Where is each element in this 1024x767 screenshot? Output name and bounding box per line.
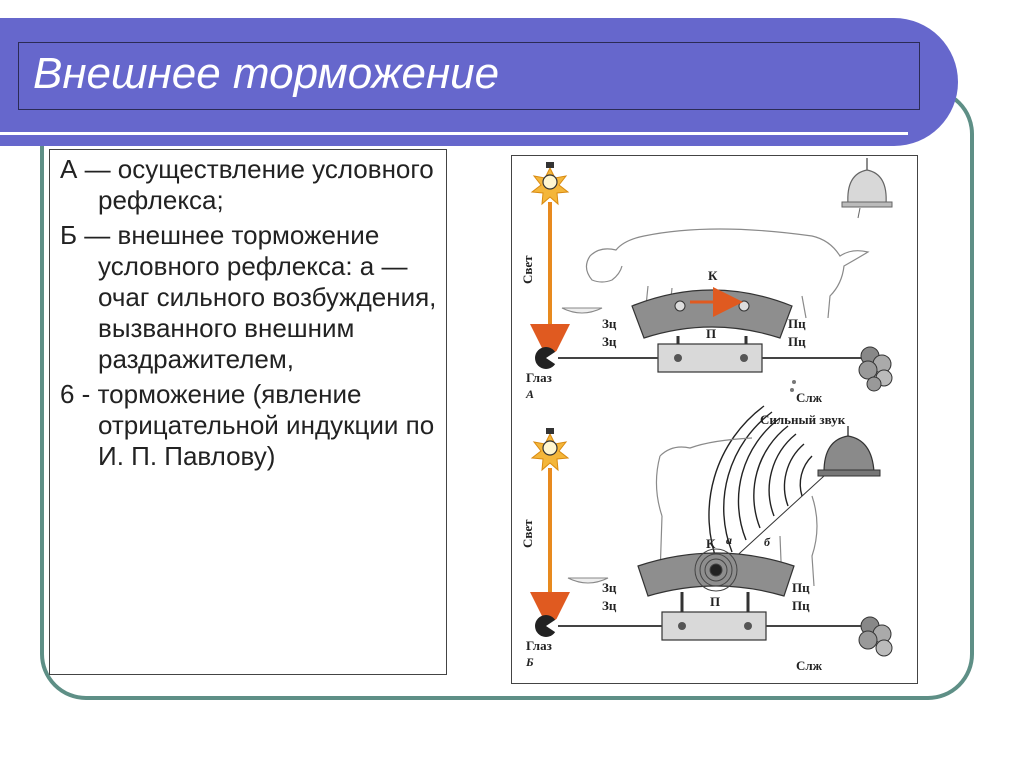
panel-letter: А (525, 387, 534, 401)
light-bulb-icon (530, 162, 570, 206)
salivary-center-label: Пц (788, 316, 806, 331)
list-item: Б — внешнее торможение условного рефлекс… (60, 220, 437, 374)
food-bowl (561, 307, 603, 314)
visual-center-label: Зц (602, 316, 617, 331)
sound-waves (708, 405, 813, 565)
subcortex-node (744, 622, 752, 630)
focus-label-b: б (764, 535, 771, 549)
reflex-figure: Свет К П (511, 155, 918, 684)
light-bulb-icon (530, 428, 570, 472)
salivary-gland-icon (858, 346, 893, 392)
eye-label: Глаз (526, 370, 552, 385)
light-label: Свет (520, 255, 535, 284)
list-item: 6 - торможение (явление отрицательной ин… (60, 379, 435, 471)
subcortex-label: П (706, 326, 716, 341)
light-label: Свет (520, 519, 535, 548)
cortex-salivary-node (738, 300, 750, 312)
subcortex-label: П (710, 594, 720, 609)
bell-icon (817, 426, 881, 477)
text-box: А — осуществление условного рефлекса; Б … (49, 149, 447, 675)
list-item: А — осуществление условного рефлекса; (60, 154, 434, 215)
subcortex-node (674, 354, 682, 362)
salivary-center-label: Пц (792, 580, 810, 595)
visual-center-label: Зц (602, 334, 617, 349)
cortex-label: К (706, 536, 716, 551)
cortex (631, 289, 793, 339)
title-band: Внешнее торможение (0, 18, 958, 146)
visual-center-label: Зц (602, 598, 617, 613)
title-box: Внешнее торможение (18, 42, 920, 110)
cortex-label: К (708, 268, 718, 283)
bell-icon (841, 158, 893, 219)
dog-outline (585, 228, 870, 319)
salivary-center-label: Пц (788, 334, 806, 349)
food-bowl (567, 577, 609, 584)
visual-center-label: Зц (602, 580, 617, 595)
panel-letter: Б (525, 655, 534, 669)
title-underline (0, 132, 908, 135)
saliva-drop (790, 388, 794, 392)
saliva-drop (792, 380, 796, 384)
reflex-diagram: Свет К П (520, 158, 893, 673)
dog-outline (655, 437, 818, 587)
strong-sound-label: Сильный звук (760, 412, 846, 427)
salivary-center-label: Пц (792, 598, 810, 613)
cortex-visual-node (674, 300, 686, 312)
excitation-focus (694, 548, 738, 592)
subcortex-node (740, 354, 748, 362)
eye-icon (535, 347, 558, 369)
gland-label: Слж (796, 390, 823, 405)
gland-label: Слж (796, 658, 823, 673)
subcortex-node (678, 622, 686, 630)
focus-label-a: а (726, 533, 732, 547)
panel-b: Сильный звук Свет (520, 405, 893, 673)
eye-label: Глаз (526, 638, 552, 653)
eye-icon (535, 615, 558, 637)
salivary-gland-icon (858, 616, 893, 657)
sound-path (729, 475, 825, 563)
panel-a: Свет К П (520, 158, 893, 405)
slide-title: Внешнее торможение (33, 49, 500, 98)
